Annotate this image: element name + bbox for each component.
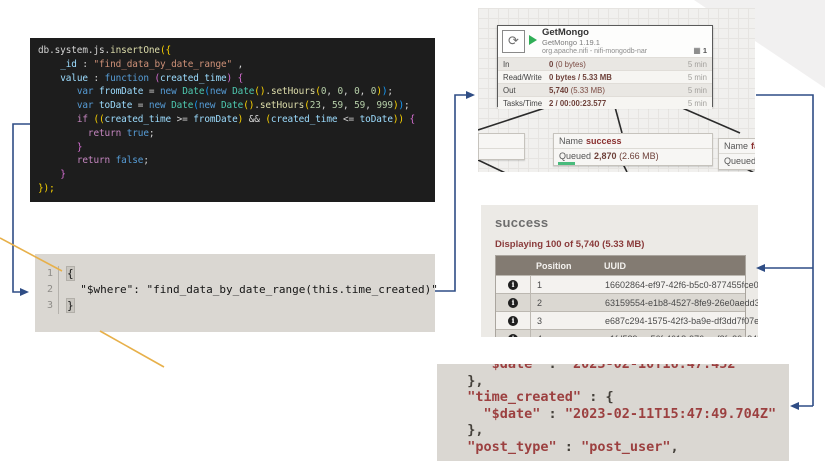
processor-type: GetMongo 1.19.1 [542,38,600,47]
flowfile-details-button[interactable]: i [496,312,531,329]
code-line: _id : "find_data_by_date_range" , [60,58,244,70]
stat-window: 5 min [687,98,707,108]
run-status-icon [529,35,537,45]
processor-stat-row: Read/Write 0 bytes / 5.33 MB 5 min [498,70,712,83]
code-line: } [60,169,66,181]
table-row[interactable]: i 2 63159554-e1b8-4527-8fe9-26e0aedd39e8 [496,293,758,311]
code-line: "time_created" : { [467,389,614,405]
processor-getmongo[interactable]: ⟳ GetMongo GetMongo 1.19.1 org.apache.ni… [497,25,713,109]
mongo-code-editor[interactable]: db.system.js.insertOne({ _id : "find_dat… [30,38,435,202]
code-line: "post_type" : "post_user", [467,438,679,455]
stat-value: 0 (0 bytes) [549,59,586,69]
code-line: return true; [87,127,155,139]
cell-position: 3 [537,315,543,326]
stat-window: 5 min [687,59,707,69]
cell-uuid: 16602864-ef97-42f6-b5c0-877455fce0af [605,279,758,290]
code-line: return false; [76,155,149,167]
connection-label-partial[interactable] [478,133,525,160]
stat-label: In [503,59,510,69]
thread-count: ▦1 [693,46,707,55]
stat-value: 0 bytes / 5.33 MB [549,72,612,82]
cell-position: 2 [537,297,543,308]
code-line: }, [451,372,484,389]
processor-bundle: org.apache.nifi - nifi-mongodb-nar [542,48,648,55]
code-line: "$date" : "2023-02-11T15:47:49.704Z" [483,405,777,422]
query-line[interactable]: 3} [35,298,435,314]
table-row[interactable]: i 4e1fd589a-a56f-4618-976e-ef3fe30a845a [496,329,758,338]
query-line-text: } [66,298,75,313]
line-number: 1 [35,266,59,282]
cell-position: 4 [531,334,599,338]
cell-uuid: e1fd589a-a56f-4618-976e-ef3fe30a845a [599,334,758,338]
connection-name: fai [751,141,755,151]
table-row[interactable]: i 3 e687c294-1575-42f3-ba9e-df3dd7f07e65 [496,311,758,329]
query-line[interactable]: 2 "$where": "find_data_by_date_range(thi… [35,282,438,298]
code-line: } [76,141,83,153]
flowfile-details-button[interactable]: i [496,294,531,311]
connection-label-failure[interactable]: Namefai Queued0 [718,138,755,170]
processor-type-icon: ⟳ [502,30,525,53]
nifi-canvas[interactable]: ⟳ GetMongo GetMongo 1.19.1 org.apache.ni… [478,8,755,172]
query-line-text: { [66,266,75,281]
stat-value: 5,740 (5.33 MB) [549,85,605,95]
stat-label: Out [503,85,516,95]
queue-listing-summary: Displaying 100 of 5,740 (5.33 MB) [495,239,645,250]
info-icon: i [508,315,518,326]
query-line[interactable]: 1{ [35,266,435,282]
stat-label: Tasks/Time [503,98,543,108]
tasks-icon: ▦ [693,46,701,55]
line-number: 3 [35,298,59,314]
flowfile-json: "$date" : "2023-02-10T16:47.452" }, "tim… [451,364,789,455]
code-line: "$date" : "2023-02-10T16:47.452" [483,364,744,372]
mongo-code: db.system.js.insertOne({ _id : "find_dat… [38,44,435,196]
line-number: 2 [35,282,59,298]
code-line: }, [451,422,484,438]
connection-name: success [586,136,622,146]
code-line: var toDate = new Date(new Date().setHour… [76,100,410,112]
processor-stat-row: Out 5,740 (5.33 MB) 5 min [498,83,712,96]
queue-listing-title: success [495,215,549,230]
query-property-editor[interactable]: 1{2 "$where": "find_data_by_date_range(t… [35,254,438,332]
processor-stat-row: Tasks/Time 2 / 00:00:23.577 5 min [498,96,712,109]
info-icon: i [508,279,518,290]
stat-label: Read/Write [503,72,542,82]
column-uuid[interactable]: UUID [604,260,626,271]
info-icon: i [508,333,518,337]
flowfile-table: Position UUID i 1 16602864-ef97-42f6-b5c0-… [495,255,758,338]
query-code: 1{2 "$where": "find_data_by_date_range(t… [35,266,438,314]
stat-window: 5 min [687,85,707,95]
code-line: db.system.js.insertOne({ [38,45,172,56]
queue-listing-panel: success Displaying 100 of 5,740 (5.33 MB… [481,205,758,337]
cell-uuid: e687c294-1575-42f3-ba9e-df3dd7f07e65 [605,315,758,326]
code-line: var fromDate = new Date(new Date().setHo… [76,86,393,98]
cell-uuid: 63159554-e1b8-4527-8fe9-26e0aedd39e8 [605,297,758,308]
queued-count: 2,870 [594,151,617,161]
stat-value: 2 / 00:00:23.577 [549,98,607,108]
stat-window: 5 min [687,72,707,82]
table-row[interactable]: i 1 16602864-ef97-42f6-b5c0-877455fce0af [496,275,758,293]
flowfile-json-panel[interactable]: "$date" : "2023-02-10T16:47.452" }, "tim… [437,364,789,461]
processor-stat-row: In 0 (0 bytes) 5 min [498,57,712,70]
column-position[interactable]: Position [536,260,572,271]
code-line: }); [38,182,55,194]
cell-position: 1 [537,279,543,290]
processor-name: GetMongo [542,27,589,38]
info-icon: i [508,297,518,308]
queue-percent-indicator [558,162,575,165]
flowfile-details-button[interactable]: i [496,330,531,337]
code-line: if ((created_time >= fromDate) && (creat… [76,113,416,125]
code-line: value : function (created_time) { [60,72,244,84]
table-header-row: Position UUID [496,256,745,275]
flowfile-details-button[interactable]: i [496,276,531,293]
processor-header: ⟳ GetMongo GetMongo 1.19.1 org.apache.ni… [498,26,712,57]
query-line-text: "$where": "find_data_by_date_range(this.… [67,283,438,296]
